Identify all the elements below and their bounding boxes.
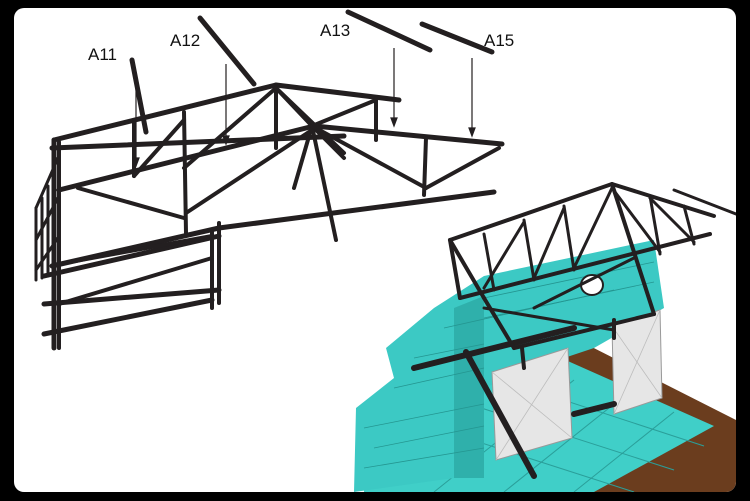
label-a11: A11 xyxy=(88,45,117,64)
left-side-grid xyxy=(34,156,60,282)
masonry-wall xyxy=(354,240,664,492)
member-labels: A11 A12 A13 A15 xyxy=(88,21,514,64)
label-a15: A15 xyxy=(484,31,514,50)
diagonal-members xyxy=(57,86,501,306)
floating-members xyxy=(129,9,495,135)
diagram-panel: A11 A12 A13 A15 xyxy=(14,8,736,492)
leader-arrows xyxy=(132,48,476,168)
label-a13: A13 xyxy=(320,21,350,40)
assembled-building-model xyxy=(354,182,736,492)
diagram-canvas: A11 A12 A13 A15 xyxy=(34,9,736,492)
upper-chords xyxy=(41,82,505,351)
label-a12: A12 xyxy=(170,31,200,50)
model-steel-frame xyxy=(411,182,736,479)
exploded-truss-frame xyxy=(34,9,505,351)
